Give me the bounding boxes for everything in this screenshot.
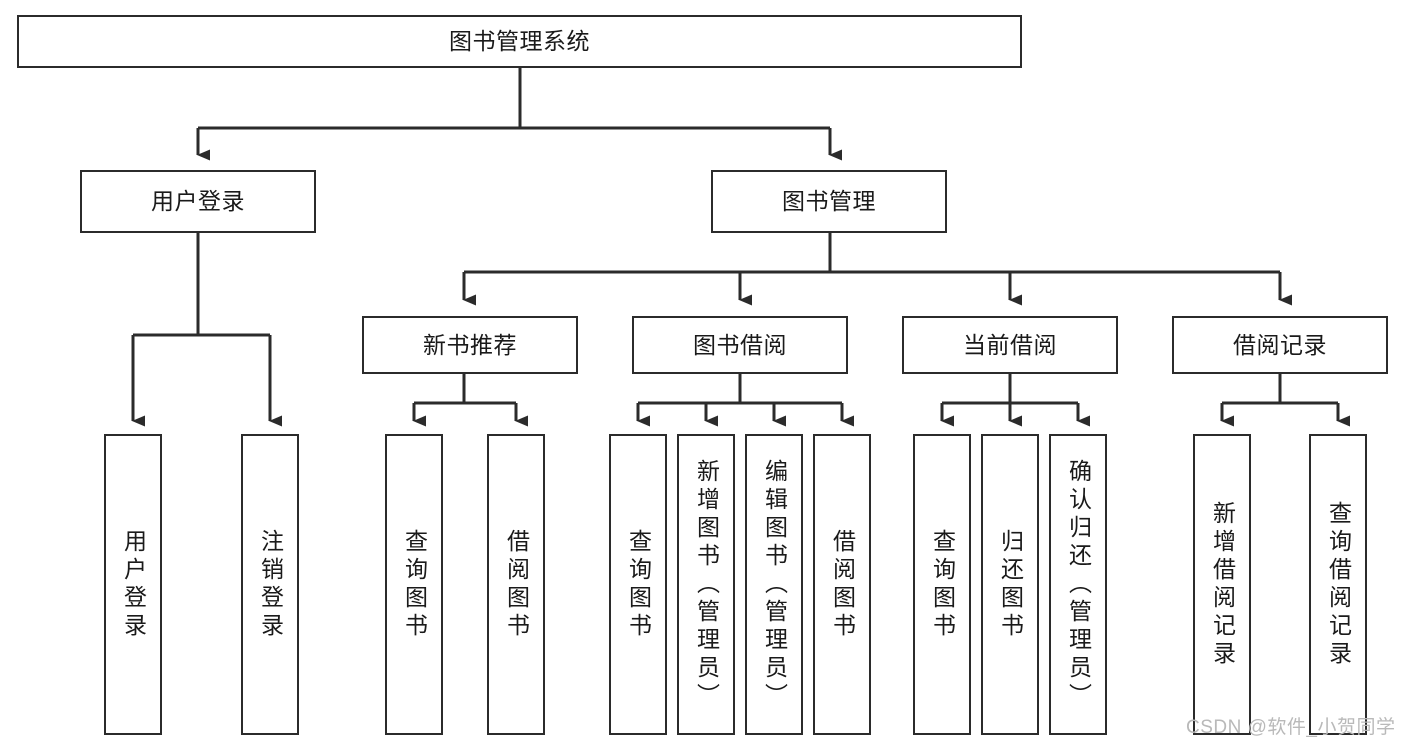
- node-leaf-edit-book-admin-label: 编辑图书（管理员）: [761, 458, 788, 711]
- node-book-management[interactable]: 图书管理: [711, 170, 947, 233]
- node-user-login[interactable]: 用户登录: [80, 170, 316, 233]
- node-leaf-borrow-book-1[interactable]: 借阅图书: [487, 434, 545, 735]
- node-leaf-query-borrow-record-label: 查询借阅记录: [1325, 500, 1352, 669]
- node-leaf-logout-login-label: 注销登录: [257, 528, 284, 641]
- node-leaf-return-book[interactable]: 归还图书: [981, 434, 1039, 735]
- node-leaf-query-book-1-label: 查询图书: [401, 528, 428, 641]
- node-book-borrow-label: 图书借阅: [693, 331, 787, 358]
- node-leaf-add-book-admin[interactable]: 新增图书（管理员）: [677, 434, 735, 735]
- node-leaf-return-book-label: 归还图书: [997, 528, 1024, 641]
- node-leaf-add-book-admin-label: 新增图书（管理员）: [693, 458, 720, 711]
- node-leaf-query-borrow-record[interactable]: 查询借阅记录: [1309, 434, 1367, 735]
- node-book-borrow[interactable]: 图书借阅: [632, 316, 848, 374]
- node-root[interactable]: 图书管理系统: [17, 15, 1022, 68]
- node-leaf-confirm-return-admin[interactable]: 确认归还（管理员）: [1049, 434, 1107, 735]
- node-new-book-recommend-label: 新书推荐: [423, 331, 517, 358]
- node-leaf-borrow-book-1-label: 借阅图书: [503, 528, 530, 641]
- node-leaf-user-login[interactable]: 用户登录: [104, 434, 162, 735]
- node-current-borrow-label: 当前借阅: [963, 331, 1057, 358]
- node-leaf-edit-book-admin[interactable]: 编辑图书（管理员）: [745, 434, 803, 735]
- node-leaf-borrow-book-2-label: 借阅图书: [829, 528, 856, 641]
- node-leaf-query-book-3-label: 查询图书: [929, 528, 956, 641]
- node-leaf-query-book-1[interactable]: 查询图书: [385, 434, 443, 735]
- node-leaf-query-book-3[interactable]: 查询图书: [913, 434, 971, 735]
- node-borrow-record-label: 借阅记录: [1233, 331, 1327, 358]
- node-leaf-add-borrow-record-label: 新增借阅记录: [1209, 500, 1236, 669]
- node-leaf-add-borrow-record[interactable]: 新增借阅记录: [1193, 434, 1251, 735]
- node-new-book-recommend[interactable]: 新书推荐: [362, 316, 578, 374]
- node-leaf-query-book-2[interactable]: 查询图书: [609, 434, 667, 735]
- node-user-login-label: 用户登录: [151, 188, 245, 215]
- node-leaf-confirm-return-admin-label: 确认归还（管理员）: [1065, 458, 1092, 711]
- node-leaf-logout-login[interactable]: 注销登录: [241, 434, 299, 735]
- node-leaf-query-book-2-label: 查询图书: [625, 528, 652, 641]
- node-root-label: 图书管理系统: [449, 28, 590, 55]
- node-current-borrow[interactable]: 当前借阅: [902, 316, 1118, 374]
- node-leaf-borrow-book-2[interactable]: 借阅图书: [813, 434, 871, 735]
- node-leaf-user-login-label: 用户登录: [120, 528, 147, 641]
- node-borrow-record[interactable]: 借阅记录: [1172, 316, 1388, 374]
- node-book-management-label: 图书管理: [782, 188, 876, 215]
